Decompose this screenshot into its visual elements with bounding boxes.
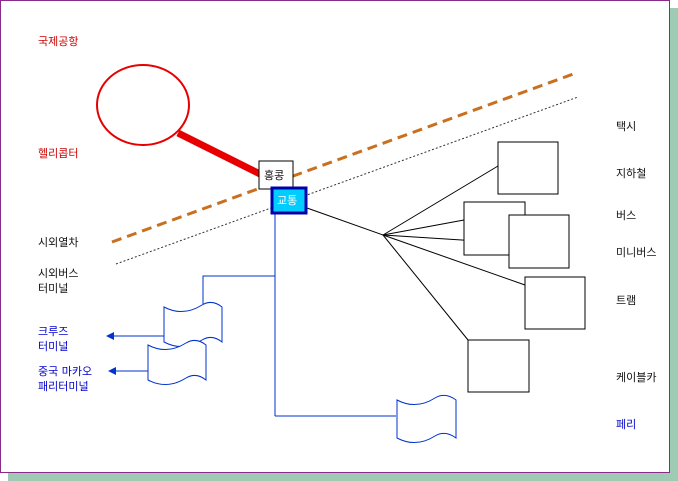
- taxi-box: [497, 141, 559, 195]
- branch-line-tram: [382, 234, 526, 286]
- minibus-box: [508, 214, 570, 269]
- branch-line-taxi: [382, 165, 499, 236]
- hongkong-box: [258, 160, 294, 190]
- dotted-line: [115, 96, 579, 265]
- minibus-label: 미니버스: [616, 246, 657, 259]
- intercity-train-label: 시외열차: [38, 236, 79, 249]
- blue-cruise-connector: [202, 275, 275, 304]
- cable-car-box: [467, 339, 530, 393]
- helicopter-circle: [96, 64, 190, 146]
- transport-label: 교통: [277, 194, 298, 207]
- branch-line-bus: [382, 219, 465, 236]
- tram-label: 트램: [616, 294, 637, 307]
- macau-ferry-terminal-shape: [147, 339, 207, 385]
- cable-car-label: 케이블카: [616, 371, 657, 384]
- transport-box: [270, 186, 308, 215]
- china-macau-label-1: 중국 마카오: [38, 365, 93, 378]
- cruise-label-2: 터미널: [38, 340, 69, 353]
- intercity-bus-label-1: 시외버스: [38, 267, 79, 280]
- taxi-label: 택시: [616, 120, 637, 133]
- helicopter-label: 헬리콥터: [38, 147, 79, 160]
- branch-line-cable: [382, 234, 469, 341]
- tram-box: [524, 276, 586, 330]
- cruise-label-1: 크루즈: [38, 325, 69, 338]
- cruise-arrow-head: [106, 332, 114, 340]
- branch-line-hub: [306, 207, 384, 236]
- china-macau-label-2: 패리터미널: [38, 380, 89, 393]
- hongkong-label: 홍콩: [264, 169, 285, 182]
- cruise-terminal-shape: [163, 301, 223, 347]
- bus-label: 버스: [616, 209, 637, 222]
- airport-label: 국제공항: [38, 35, 79, 48]
- subway-label: 지하철: [616, 167, 647, 180]
- ferry-label: 페리: [616, 418, 637, 431]
- macau-arrow-head: [108, 367, 116, 375]
- ferry-shape: [396, 394, 457, 443]
- orange-dashed-line: [111, 71, 577, 244]
- helicopter-connector: [176, 129, 264, 179]
- intercity-bus-label-2: 터미널: [38, 282, 69, 295]
